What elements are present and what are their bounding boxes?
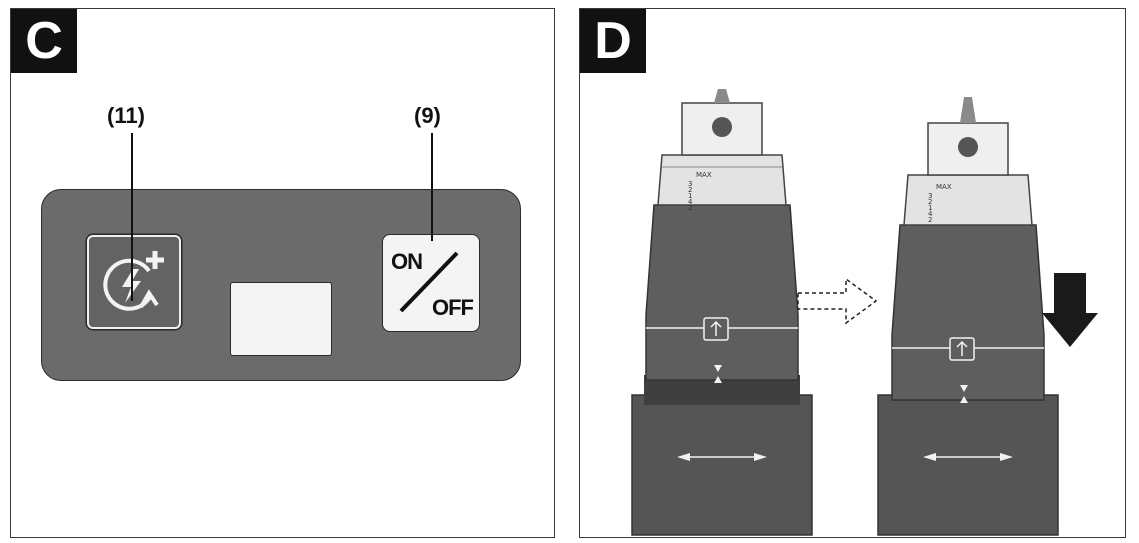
power-boost-key[interactable] bbox=[87, 235, 181, 329]
on-label: ON bbox=[391, 249, 423, 274]
torque-scale-label-2: MAX bbox=[936, 183, 952, 191]
off-label: OFF bbox=[432, 295, 474, 320]
on-off-icon bbox=[399, 251, 459, 313]
transition-arrow-icon bbox=[797, 277, 878, 325]
torque-scale-label-1: MAX bbox=[696, 171, 712, 179]
callout-9-label: (9) bbox=[414, 103, 441, 128]
panel-d: D bbox=[579, 8, 1126, 538]
power-boost-icon bbox=[103, 251, 164, 311]
panel-c: C (11) (9) ON OFF bbox=[10, 8, 555, 538]
callout-11-label: (11) bbox=[107, 103, 145, 128]
panel-letter-c: C bbox=[11, 9, 77, 73]
drill-after bbox=[877, 97, 1059, 536]
drill-before bbox=[631, 89, 813, 536]
panel-letter-d: D bbox=[580, 9, 646, 73]
on-off-key[interactable]: ON OFF bbox=[382, 234, 480, 332]
display-window bbox=[230, 282, 332, 356]
push-down-arrow-icon bbox=[1042, 273, 1098, 347]
